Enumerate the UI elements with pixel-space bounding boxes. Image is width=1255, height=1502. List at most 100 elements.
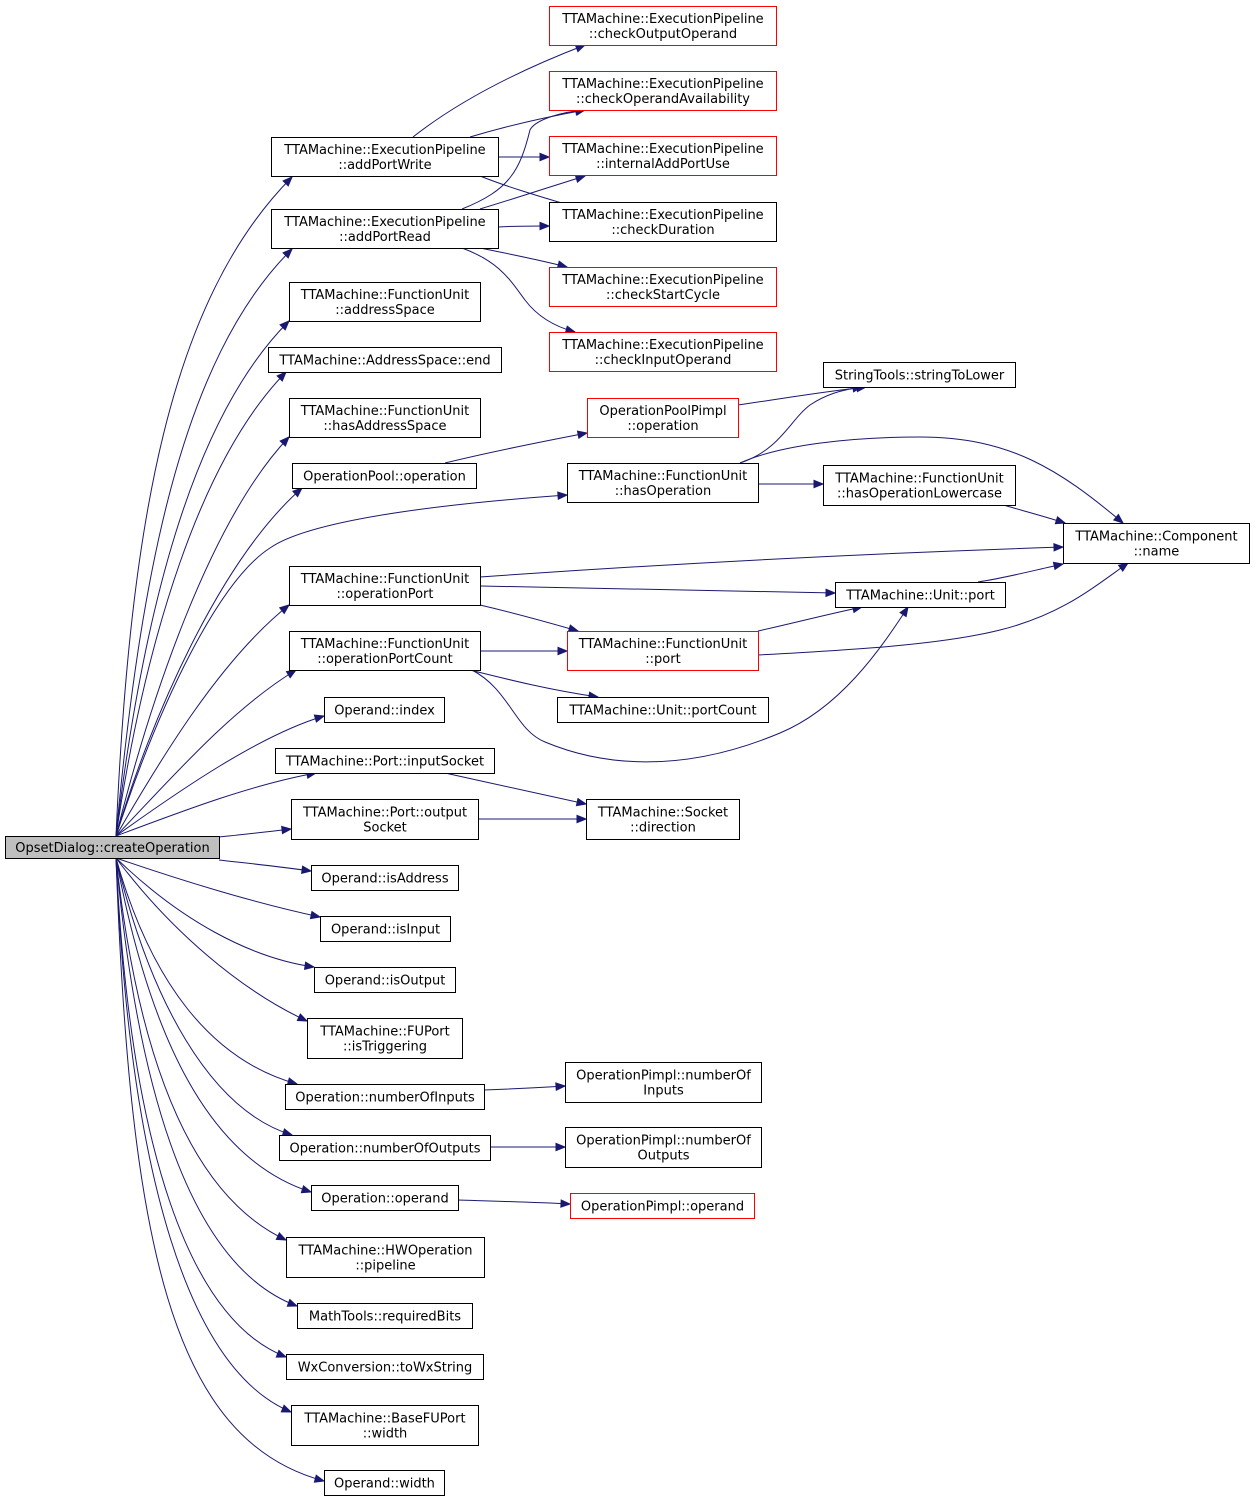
node-fu_hOL-label-0: TTAMachine::FunctionUnit [834, 472, 1003, 487]
node-root[interactable]: OpsetDialog::createOperation [5, 836, 220, 859]
node-fu_hO-box [567, 463, 759, 503]
node-sock_dir-label-1: ::direction [630, 821, 696, 836]
node-opi_nIn[interactable]: OperationPimpl::numberOfInputs [565, 1062, 762, 1103]
node-ep_cIO[interactable]: TTAMachine::ExecutionPipeline::checkInpu… [549, 332, 777, 372]
node-op_nIn-label-0: Operation::numberOfInputs [295, 1091, 475, 1106]
node-ep_iAPU[interactable]: TTAMachine::ExecutionPipeline::internalA… [549, 136, 777, 176]
node-unit_pc[interactable]: TTAMachine::Unit::portCount [557, 697, 769, 723]
node-fu_oP[interactable]: TTAMachine::FunctionUnit::operationPort [289, 566, 481, 606]
node-ep_aPR-label-1: ::addPortRead [339, 230, 431, 245]
node-wx_str[interactable]: WxConversion::toWxString [286, 1354, 484, 1380]
edge-root-to-opd_isAddr [218, 859, 313, 874]
node-fu_hOL-label-1: ::hasOperationLowercase [837, 487, 1002, 502]
edge-op_pool-to-opp_op [444, 430, 589, 464]
node-hwop_pipe-box [286, 1237, 485, 1278]
edge-fu_oP-to-unit_port [479, 585, 837, 598]
node-opd_isAddr[interactable]: Operand::isAddress [311, 865, 459, 891]
node-st_lower-box [823, 362, 1016, 388]
node-ep_cIO-label-1: ::checkInputOperand [595, 353, 732, 368]
node-opi_operand-box [570, 1193, 755, 1219]
edge-root-to-opd_width [115, 857, 326, 1483]
node-ep_cSC[interactable]: TTAMachine::ExecutionPipeline::checkStar… [549, 267, 777, 307]
node-ep_aPW[interactable]: TTAMachine::ExecutionPipeline::addPortWr… [271, 137, 499, 177]
node-sock_dir-label-0: TTAMachine::Socket [597, 806, 728, 821]
node-op_operand[interactable]: Operation::operand [311, 1185, 459, 1211]
node-op_pool[interactable]: OperationPool::operation [292, 463, 477, 489]
edge-root-to-fu_hO [115, 491, 569, 837]
node-st_lower[interactable]: StringTools::stringToLower [823, 362, 1016, 388]
node-ep_aPR-label-0: TTAMachine::ExecutionPipeline [283, 215, 485, 230]
node-ep_cOA[interactable]: TTAMachine::ExecutionPipeline::checkOper… [549, 71, 777, 111]
node-ep_cOO-label-1: ::checkOutputOperand [589, 27, 737, 42]
node-root-box [5, 836, 220, 859]
node-fu_hAS[interactable]: TTAMachine::FunctionUnit::hasAddressSpac… [289, 398, 481, 438]
node-opi_nOut[interactable]: OperationPimpl::numberOfOutputs [565, 1127, 762, 1168]
node-op_nOut[interactable]: Operation::numberOfOutputs [279, 1135, 491, 1161]
node-op_nOut-box [279, 1135, 491, 1161]
node-opp_op[interactable]: OperationPoolPimpl::operation [587, 398, 739, 438]
node-port_oS-label-1: Socket [363, 821, 407, 836]
node-opp_op-box [587, 398, 739, 438]
edge-root-to-fu_hAS [115, 436, 290, 837]
node-opd_index[interactable]: Operand::index [324, 697, 445, 723]
node-as_end[interactable]: TTAMachine::AddressSpace::end [268, 347, 502, 373]
node-opd_isIn[interactable]: Operand::isInput [320, 916, 451, 942]
node-fu_oPC[interactable]: TTAMachine::FunctionUnit::operationPortC… [289, 631, 481, 671]
node-math_rb[interactable]: MathTools::requiredBits [297, 1303, 473, 1329]
node-fu_hO[interactable]: TTAMachine::FunctionUnit::hasOperation [567, 463, 759, 503]
node-fup_isTrig[interactable]: TTAMachine::FUPort::isTriggering [307, 1018, 463, 1059]
node-opd_width-label-0: Operand::width [334, 1477, 435, 1492]
edge-fu_hO-to-st_lower [739, 383, 864, 464]
node-opd_isIn-label-0: Operand::isInput [331, 923, 440, 938]
node-ep_cIO-box [549, 332, 777, 372]
node-bfup_width[interactable]: TTAMachine::BaseFUPort::width [291, 1405, 479, 1446]
node-port_iS-label-0: TTAMachine::Port::inputSocket [285, 755, 484, 770]
edge-layer [115, 44, 1130, 1483]
node-sock_dir[interactable]: TTAMachine::Socket::direction [586, 799, 740, 840]
edge-root-to-ep_aPR [115, 248, 293, 837]
node-fu_oPC-label-0: TTAMachine::FunctionUnit [300, 637, 469, 652]
node-comp_name-box [1063, 523, 1250, 564]
node-ep_aPR[interactable]: TTAMachine::ExecutionPipeline::addPortRe… [271, 209, 499, 249]
node-hwop_pipe-label-1: ::pipeline [355, 1259, 415, 1274]
edge-root-to-opd_isIn [115, 857, 322, 920]
edge-fu_oPC-to-unit_pc [469, 669, 600, 700]
node-wx_str-label-0: WxConversion::toWxString [298, 1361, 473, 1376]
node-fup_isTrig-label-1: ::isTriggering [343, 1040, 427, 1055]
node-hwop_pipe-label-0: TTAMachine::HWOperation [297, 1244, 472, 1259]
node-as_end-label-0: TTAMachine::AddressSpace::end [278, 354, 490, 369]
node-opi_nOut-label-1: Outputs [638, 1149, 690, 1164]
node-math_rb-box [297, 1303, 473, 1329]
node-comp_name[interactable]: TTAMachine::Component::name [1063, 523, 1250, 564]
node-fu_oPC-box [289, 631, 481, 671]
node-fu_port-label-0: TTAMachine::FunctionUnit [578, 637, 747, 652]
node-fu_aS[interactable]: TTAMachine::FunctionUnit::addressSpace [289, 282, 481, 322]
node-ep_cD-box [549, 202, 777, 242]
node-opd_isOut[interactable]: Operand::isOutput [314, 967, 456, 993]
edge-fu_oPC-to-fu_port [479, 646, 569, 656]
node-ep_cOO[interactable]: TTAMachine::ExecutionPipeline::checkOutp… [549, 6, 777, 46]
node-fu_port[interactable]: TTAMachine::FunctionUnit::port [567, 631, 759, 671]
node-op_nIn[interactable]: Operation::numberOfInputs [285, 1084, 485, 1110]
node-unit_port-label-0: TTAMachine::Unit::port [845, 589, 995, 604]
node-opd_width-box [324, 1470, 445, 1496]
node-ep_cD[interactable]: TTAMachine::ExecutionPipeline::checkDura… [549, 202, 777, 242]
node-port_iS[interactable]: TTAMachine::Port::inputSocket [275, 748, 495, 774]
edge-op_operand-to-opi_operand [457, 1199, 572, 1208]
edge-root-to-hwop_pipe [115, 857, 288, 1241]
node-ep_aPW-label-1: ::addPortWrite [338, 158, 431, 173]
node-port_oS-box [291, 799, 479, 840]
node-hwop_pipe[interactable]: TTAMachine::HWOperation::pipeline [286, 1237, 485, 1278]
edge-fu_hOL-to-comp_name [999, 503, 1067, 525]
node-bfup_width-label-1: ::width [363, 1427, 408, 1442]
node-opi_operand[interactable]: OperationPimpl::operand [570, 1193, 755, 1219]
node-opi_nIn-box [565, 1062, 762, 1103]
node-opd_index-box [324, 697, 445, 723]
node-unit_port[interactable]: TTAMachine::Unit::port [835, 582, 1006, 608]
node-opd_width[interactable]: Operand::width [324, 1470, 445, 1496]
edge-root-to-opd_index [115, 714, 326, 837]
node-fu_hOL[interactable]: TTAMachine::FunctionUnit::hasOperationLo… [823, 465, 1016, 506]
edge-root-to-op_pool [115, 487, 304, 837]
